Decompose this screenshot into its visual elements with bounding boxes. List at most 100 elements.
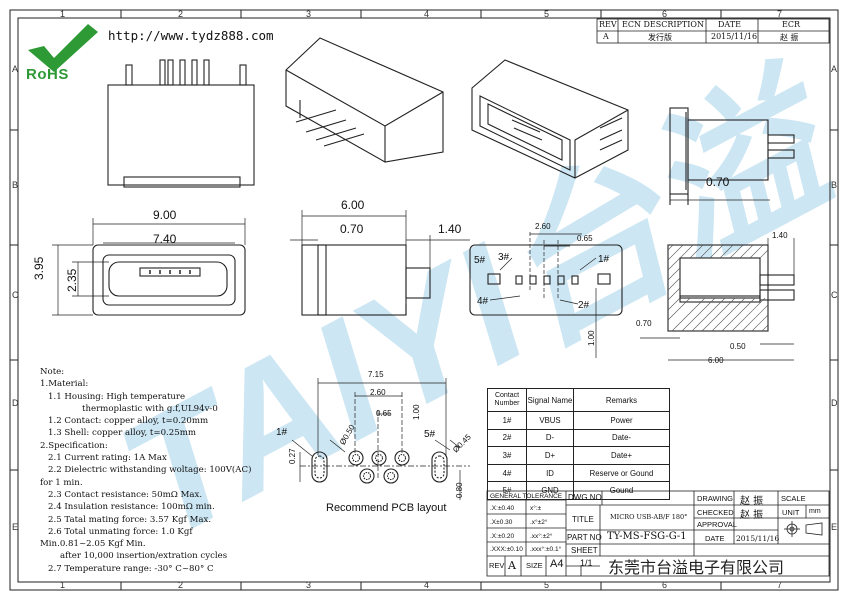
- drawing-label: DRAWING: [697, 494, 733, 503]
- notes-block: Note: 1.Material: 1.1 Housing: High temp…: [40, 366, 320, 575]
- note-line: 1.3 Shell: copper alloy, t=0.25mm: [48, 428, 197, 439]
- zone-col-2-bottom: 2: [178, 580, 184, 590]
- note-line: 2.Specification:: [40, 440, 108, 451]
- date-header: DATE: [718, 20, 741, 29]
- ecn-value: 发行版: [648, 33, 672, 42]
- zone-row-a: A: [12, 64, 19, 74]
- zone-col-7-bottom: 7: [777, 580, 783, 590]
- cell: 2#: [487, 428, 527, 448]
- zone-ticks: [10, 10, 838, 590]
- zone-col-6-bottom: 6: [662, 580, 668, 590]
- col-signal-name: Signal Name: [526, 388, 574, 412]
- rohs-check-icon: [28, 24, 98, 72]
- revision-block: [596, 18, 830, 44]
- tol-4a: .XXX:±0.10: [490, 546, 523, 553]
- zone-row-c-right: C: [831, 290, 838, 300]
- title-date-value: 2015/11/16: [736, 534, 780, 543]
- zone-row-d-right: D: [831, 398, 838, 408]
- ecr-header: ECR: [782, 20, 800, 29]
- dim-section-total: 6.00: [708, 356, 724, 365]
- zone-col-1-bottom: 1: [60, 580, 66, 590]
- note-line: 1.1 Housing: High temperature: [48, 391, 186, 402]
- rohs-logo-text: RoHS: [26, 66, 69, 83]
- pcb-label-right: 5#: [424, 429, 436, 440]
- outer-frame: [9, 9, 839, 591]
- zone-row-c: C: [12, 290, 19, 300]
- side-view: [290, 210, 470, 316]
- dim-section-top: 1.40: [772, 231, 788, 240]
- note-line: 1.Material:: [40, 379, 89, 390]
- note-line: after 10,000 insertion/extration cycles: [60, 551, 228, 562]
- pin-label-2: 2#: [578, 300, 590, 311]
- signal-table-header: Contact Number Signal Name Remarks: [487, 388, 670, 412]
- zone-col-7: 7: [777, 9, 783, 19]
- title-block: [486, 490, 830, 577]
- note-line: 1.2 Contact: copper alloy, t=0.20mm: [48, 416, 209, 427]
- note-line: Min.0.81~2.05 Kgf Min.: [40, 539, 146, 550]
- table-row: 2#D-Date-: [487, 428, 670, 448]
- tol-1b: x°:±: [530, 505, 542, 512]
- dim-pin-pitch: 0.65: [577, 234, 593, 243]
- part-no-label: PART NO: [567, 533, 602, 542]
- note-line: for 1 min.: [40, 477, 83, 488]
- note-line: Note:: [40, 367, 65, 377]
- note-line: 2.2 Dielectric withstanding woltage: 100…: [48, 465, 252, 476]
- general-tolerance-label: GENERAL TOLERANCE: [490, 493, 563, 500]
- cell: ID: [526, 463, 574, 483]
- approval-label: APPROVAL: [697, 520, 737, 529]
- zone-col-4: 4: [424, 9, 430, 19]
- ecr-value: 赵 振: [780, 33, 799, 42]
- tol-1a: .X:±0.40: [490, 505, 515, 512]
- website-url: http://www.tydz888.com: [108, 28, 274, 43]
- zone-col-2: 2: [178, 9, 184, 19]
- zone-col-3: 3: [306, 9, 312, 19]
- rev-label: REV: [489, 561, 505, 570]
- zone-row-b-right: B: [831, 180, 838, 190]
- zone-col-5-bottom: 5: [544, 580, 550, 590]
- note-line: 2.5 Tatal mating force: 3.57 Kgf Max.: [48, 514, 212, 525]
- sheet-value: 1/1: [580, 558, 593, 568]
- cell: 3#: [487, 446, 527, 465]
- note-line: 2.6 Total unmating force: 1.0 Kgf: [48, 526, 193, 537]
- drawing-value: 赵 振: [740, 496, 764, 507]
- rev-header: REV: [599, 20, 617, 29]
- pin-label-3: 3#: [498, 252, 510, 263]
- zone-row-e-right: E: [831, 522, 838, 532]
- pin-label-1: 1#: [598, 254, 610, 265]
- pcb-layout: [291, 378, 470, 500]
- section-view: [640, 238, 795, 361]
- zone-row-b: B: [12, 180, 19, 190]
- pcb-caption: Recommend PCB layout: [326, 502, 447, 514]
- cell: D+: [526, 446, 574, 465]
- checked-value: 赵 振: [740, 510, 764, 521]
- dim-pcb-pitch: 0.65: [376, 409, 392, 418]
- note-line: 2.3 Contact resistance: 50mΩ Max.: [48, 489, 203, 500]
- dim-front-height-inner: 2.35: [65, 268, 79, 292]
- tol-2b: .x°±2°: [530, 519, 548, 526]
- cell: Gound: [573, 481, 670, 500]
- rev-value: A: [603, 32, 609, 41]
- size-value: A4: [550, 558, 564, 570]
- pcb-label-left: 1#: [276, 427, 288, 438]
- tol-3a: .X:±0.20: [490, 533, 515, 540]
- sheet-label: SHEET: [571, 546, 598, 555]
- tol-2a: .X±0.30: [490, 519, 513, 526]
- dim-side-depth: 6.00: [341, 198, 365, 212]
- tol-3b: .xx°:±2°: [530, 533, 553, 540]
- company-name: 东莞市台溢电子有限公司: [608, 558, 785, 577]
- zone-row-e: E: [12, 522, 19, 532]
- pin-view: [469, 232, 623, 358]
- dim-pcb-span: 2.60: [370, 388, 386, 397]
- pin-label-4: 4#: [477, 296, 489, 307]
- note-line: 2.1 Current rating: 1A Max: [48, 453, 167, 464]
- dwg-no-label: DWG NO: [568, 493, 602, 502]
- cell: Date-: [573, 428, 670, 448]
- checked-label: CHECKED: [697, 508, 734, 517]
- dim-section-mid: 0.50: [730, 342, 746, 351]
- isometric-view-2: [471, 59, 629, 179]
- rev-block-value: A: [508, 559, 516, 572]
